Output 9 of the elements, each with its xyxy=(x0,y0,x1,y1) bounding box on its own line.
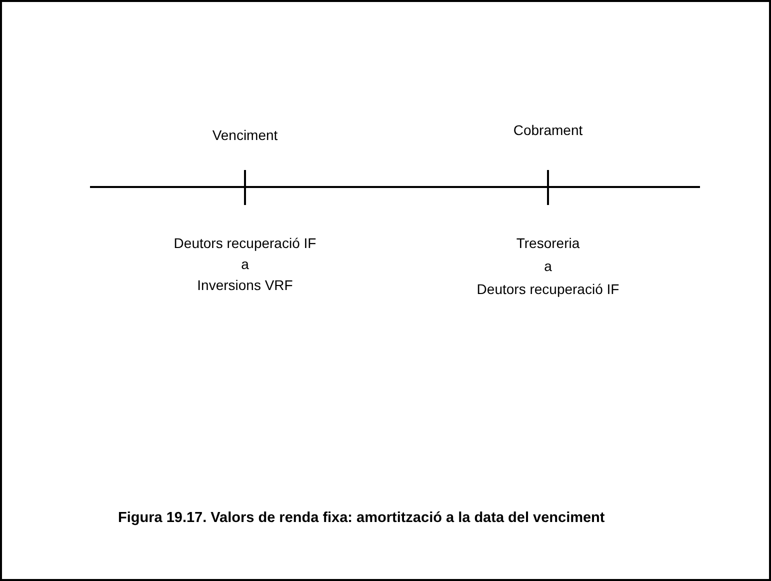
journal-entry-text: Deutors recuperació IF xyxy=(174,235,316,251)
journal-entry-text: a xyxy=(241,256,249,272)
figure-caption: Figura 19.17. Valors de renda fixa: amortització a la data del venciment xyxy=(118,510,605,526)
journal-entry-text: Inversions VRF xyxy=(197,277,293,293)
event-label: Venciment xyxy=(212,127,278,143)
journal-entry-text: Deutors recuperació IF xyxy=(476,281,620,297)
journal-entry-text: Tresoreria xyxy=(516,235,580,251)
event-label: Cobrament xyxy=(513,122,583,138)
journal-entry-text: a xyxy=(544,258,552,274)
